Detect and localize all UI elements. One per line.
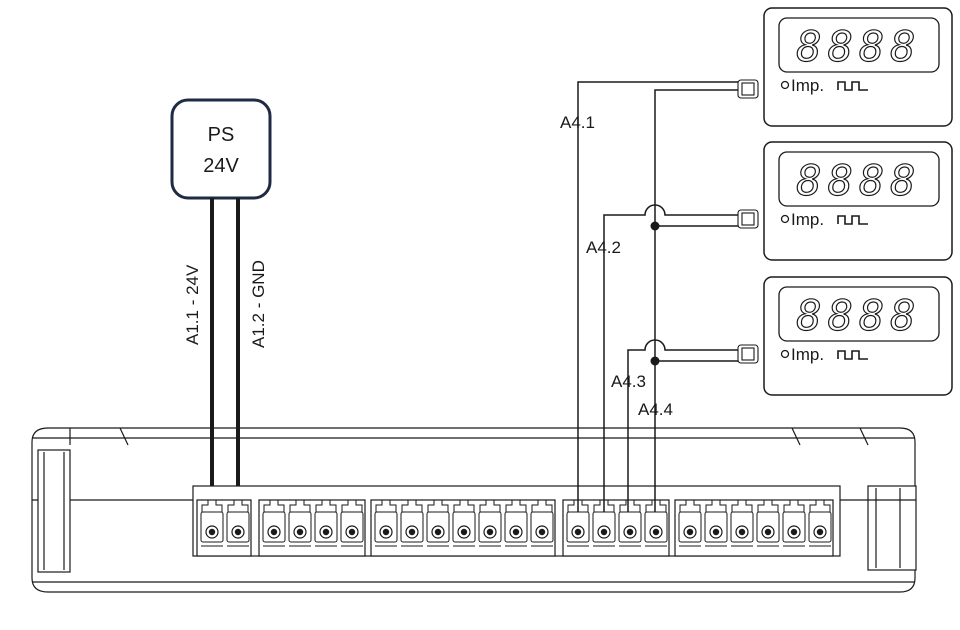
- counter-input-label: Imp.: [791, 76, 824, 95]
- counter-display: [778, 17, 940, 73]
- counter-display: [778, 286, 940, 342]
- wire-label-a1-2: A1.2 - GND: [249, 260, 268, 348]
- terminal-blocks: [196, 499, 834, 557]
- terminal-screw: [756, 499, 780, 547]
- led-icon: [780, 214, 790, 224]
- counter-display: [778, 151, 940, 207]
- power-supply-voltage: 24V: [203, 155, 239, 177]
- terminal-screw: [262, 499, 286, 547]
- led-icon: [780, 80, 790, 90]
- terminal-screw: [340, 499, 364, 547]
- junction-dot: [650, 221, 660, 231]
- terminal-block: [196, 499, 252, 557]
- counter-2: 8888 Imp.: [737, 141, 953, 261]
- terminal-screw: [400, 499, 424, 547]
- terminal-screw: [782, 499, 806, 547]
- terminal-screw: [314, 499, 338, 547]
- junction-dot: [650, 356, 660, 366]
- pulse-icon: [837, 215, 868, 225]
- wire-label-a4-2: A4.2: [586, 238, 621, 257]
- terminal-screw: [808, 499, 832, 547]
- terminal-block: [370, 499, 556, 557]
- counter-input-label: Imp.: [791, 210, 824, 229]
- connector-plug-icon: [737, 79, 759, 99]
- terminal-screw: [478, 499, 502, 547]
- terminal-screw: [504, 499, 528, 547]
- wire-label-a4-4: A4.4: [638, 400, 673, 419]
- terminal-screw: [288, 499, 312, 547]
- pulse-icon: [837, 81, 868, 91]
- connector-plug-icon: [737, 344, 759, 364]
- terminal-screw: [426, 499, 450, 547]
- terminal-screw: [374, 499, 398, 547]
- signal-wires: [577, 81, 740, 512]
- terminal-screw: [226, 499, 250, 547]
- terminal-screw: [530, 499, 554, 547]
- counter-input-label: Imp.: [791, 345, 824, 364]
- terminal-block: [258, 499, 366, 557]
- pulse-icon: [837, 350, 868, 360]
- terminal-screw: [200, 499, 224, 547]
- power-supply-box: [170, 98, 272, 200]
- counter-1: 8888 Imp.: [737, 7, 953, 127]
- led-icon: [780, 349, 790, 359]
- wire-a4-2: [603, 204, 740, 512]
- wire-a4-1: [577, 81, 740, 512]
- counter-digits: 8888: [796, 22, 921, 71]
- counter-3: 8888 Imp.: [737, 276, 953, 396]
- connector-plug-icon: [737, 209, 759, 229]
- power-supply-label: PS: [208, 124, 235, 146]
- wire-a4-4: [654, 89, 740, 512]
- terminal-block: [674, 499, 834, 557]
- wire-label-a4-1: A4.1: [560, 113, 595, 132]
- counter-digits: 8888: [796, 156, 921, 205]
- terminal-screw: [678, 499, 702, 547]
- wire-a4-3: [627, 339, 740, 512]
- wire-label-a4-3: A4.3: [611, 372, 646, 391]
- terminal-screw: [644, 499, 668, 547]
- power-supply: PS 24V: [170, 98, 272, 200]
- wire-label-a1-1: A1.1 - 24V: [183, 264, 202, 345]
- counter-digits: 8888: [796, 291, 921, 340]
- power-wires: [210, 198, 240, 512]
- terminal-block: [562, 499, 670, 557]
- terminal-screw: [618, 499, 642, 547]
- terminal-screw: [730, 499, 754, 547]
- terminal-screw: [452, 499, 476, 547]
- terminal-screw: [704, 499, 728, 547]
- junction-dots: [650, 221, 660, 366]
